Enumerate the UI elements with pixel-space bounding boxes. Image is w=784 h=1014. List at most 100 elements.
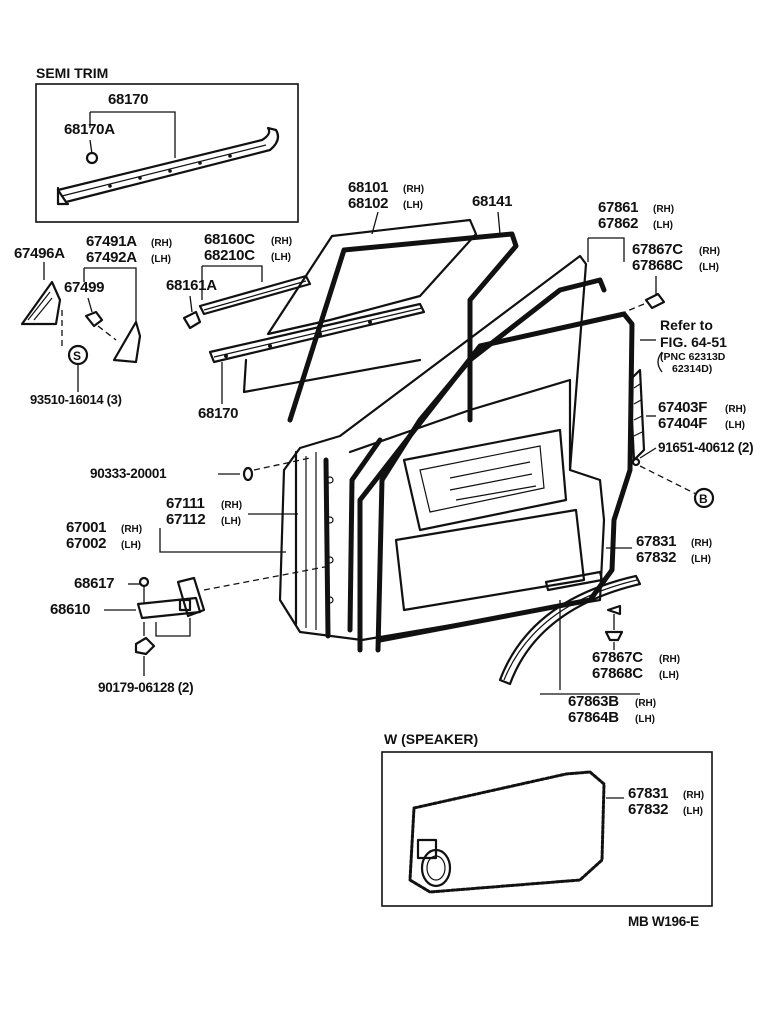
semi-trim-frame bbox=[35, 83, 299, 223]
semi-trim-strip bbox=[56, 126, 280, 206]
label-93510: 93510-16014 (3) bbox=[30, 392, 122, 407]
bolt-90179-icon bbox=[134, 636, 156, 656]
label-67496a: 67496A bbox=[14, 245, 65, 262]
svg-text:(LH): (LH) bbox=[151, 254, 171, 265]
label-67868c-top: 67868C bbox=[632, 257, 683, 274]
svg-text:B: B bbox=[699, 492, 708, 506]
label-67867c-top: 67867C bbox=[632, 241, 683, 258]
svg-text:(RH): (RH) bbox=[653, 204, 674, 215]
clip-67867c-bot-icon bbox=[604, 630, 624, 642]
belt-moulding-group: 68160C (RH) 68210C (LH) 68161A 68170 bbox=[166, 231, 426, 422]
label-67831: 67831 bbox=[636, 533, 676, 550]
inner-belt-moulding bbox=[208, 302, 426, 364]
label-68170a-inset: 68170A bbox=[64, 121, 115, 138]
svg-text:(LH): (LH) bbox=[653, 220, 673, 231]
label-67111: 67111 bbox=[166, 495, 205, 512]
speaker-inset-title: W (SPEAKER) bbox=[384, 731, 478, 747]
drawing-code: MB W196-E bbox=[628, 914, 699, 929]
lower-panel bbox=[394, 508, 586, 612]
screw-callout-b-icon bbox=[693, 487, 715, 509]
arc-trim-67863b bbox=[498, 574, 642, 686]
svg-text:(LH): (LH) bbox=[221, 516, 241, 527]
label-68610: 68610 bbox=[50, 601, 90, 618]
refer-note-line3: (PNC 62313D bbox=[660, 351, 726, 363]
svg-text:(RH): (RH) bbox=[271, 236, 292, 247]
label-67491a: 67491A bbox=[86, 233, 137, 250]
svg-text:(RH): (RH) bbox=[221, 500, 242, 511]
svg-text:(LH): (LH) bbox=[683, 806, 703, 817]
clip-67867c-top-icon bbox=[644, 292, 666, 310]
refer-note-line1: Refer to bbox=[660, 317, 713, 333]
door-panel-group: 67111 (RH) 67112 (LH) 67001 (RH) 67002 (… bbox=[66, 254, 607, 653]
plug-90333-icon bbox=[242, 466, 254, 482]
leader-semi-trim bbox=[89, 111, 176, 158]
clip-68170a-icon bbox=[85, 151, 99, 165]
label-67002: 67002 bbox=[66, 535, 106, 552]
clip-67499-icon bbox=[84, 310, 104, 328]
svg-text:(RH): (RH) bbox=[683, 790, 704, 801]
door-glass bbox=[266, 218, 478, 336]
label-67867c-bot: 67867C bbox=[592, 649, 643, 666]
speaker-inset: W (SPEAKER) 67831 (RH) 67832 (LH) bbox=[381, 731, 713, 907]
label-67861: 67861 bbox=[598, 199, 638, 216]
label-67001: 67001 bbox=[66, 519, 106, 536]
glass-group: 68101 (RH) 68102 (LH) 68141 bbox=[242, 179, 519, 423]
svg-text:(LH): (LH) bbox=[691, 554, 711, 565]
svg-text:(LH): (LH) bbox=[121, 540, 141, 551]
label-90333: 90333-20001 bbox=[90, 466, 167, 481]
label-67868c-bot: 67868C bbox=[592, 665, 643, 682]
svg-text:S: S bbox=[73, 349, 81, 363]
weatherstrip-67403f bbox=[628, 368, 646, 462]
svg-text:(LH): (LH) bbox=[271, 252, 291, 263]
label-67862: 67862 bbox=[598, 215, 638, 232]
front-channel bbox=[347, 437, 383, 633]
run-channel bbox=[287, 231, 519, 423]
inner-panel-opening bbox=[402, 428, 568, 532]
label-68101: 68101 bbox=[348, 179, 388, 196]
svg-text:(LH): (LH) bbox=[659, 670, 679, 681]
label-91651: 91651-40612 (2) bbox=[658, 440, 753, 455]
label-68170: 68170 bbox=[198, 405, 238, 422]
semi-trim-inset: SEMI TRIM 68170 68170A bbox=[35, 65, 299, 223]
label-67832-speaker: 67832 bbox=[628, 801, 668, 818]
clip-68161a-icon bbox=[182, 310, 202, 330]
svg-text:(RH): (RH) bbox=[635, 698, 656, 709]
hinge-group: 68617 68610 90179-06128 (2) bbox=[50, 565, 331, 695]
glass-lower-edge bbox=[242, 358, 422, 394]
speaker-icon bbox=[420, 848, 452, 888]
svg-text:(RH): (RH) bbox=[151, 238, 172, 249]
speaker-trim-panel bbox=[408, 770, 606, 894]
svg-text:(LH): (LH) bbox=[725, 420, 745, 431]
outer-weatherstrip bbox=[198, 274, 312, 316]
svg-text:(LH): (LH) bbox=[403, 200, 423, 211]
lower-trim-group: 67867C (RH) 67868C (LH) 67863B (RH) 6786… bbox=[498, 570, 680, 726]
label-68141: 68141 bbox=[472, 193, 512, 210]
svg-text:(RH): (RH) bbox=[403, 184, 424, 195]
pin-68617-icon bbox=[138, 576, 150, 588]
refer-note-line4: 62314D) bbox=[672, 363, 712, 375]
svg-text:(LH): (LH) bbox=[635, 714, 655, 725]
label-67112: 67112 bbox=[166, 511, 205, 528]
label-68160c: 68160C bbox=[204, 231, 255, 248]
mirror-mount-group: 67496A 67491A (RH) 67492A (LH) 67499 S 9… bbox=[14, 233, 172, 407]
door-weatherstrip-group: 67861 (RH) 67862 (LH) 67867C (RH) 67868C… bbox=[357, 199, 754, 653]
svg-text:(RH): (RH) bbox=[659, 654, 680, 665]
refer-note-line2: FIG. 64-51 bbox=[660, 334, 727, 350]
label-68102: 68102 bbox=[348, 195, 388, 212]
label-68617: 68617 bbox=[74, 575, 114, 592]
label-90179: 90179-06128 (2) bbox=[98, 680, 193, 695]
svg-text:(RH): (RH) bbox=[725, 404, 746, 415]
label-67832: 67832 bbox=[636, 549, 676, 566]
label-67404f: 67404F bbox=[658, 415, 707, 432]
label-67864b: 67864B bbox=[568, 709, 619, 726]
semi-trim-title: SEMI TRIM bbox=[36, 65, 108, 81]
label-68210c: 68210C bbox=[204, 247, 255, 264]
label-67863b: 67863B bbox=[568, 693, 619, 710]
label-68161a: 68161A bbox=[166, 277, 217, 294]
svg-text:(RH): (RH) bbox=[691, 538, 712, 549]
label-67492a: 67492A bbox=[86, 249, 137, 266]
speaker-inset-frame bbox=[381, 751, 713, 907]
label-67403f: 67403F bbox=[658, 399, 707, 416]
label-68170-inset: 68170 bbox=[108, 91, 148, 108]
